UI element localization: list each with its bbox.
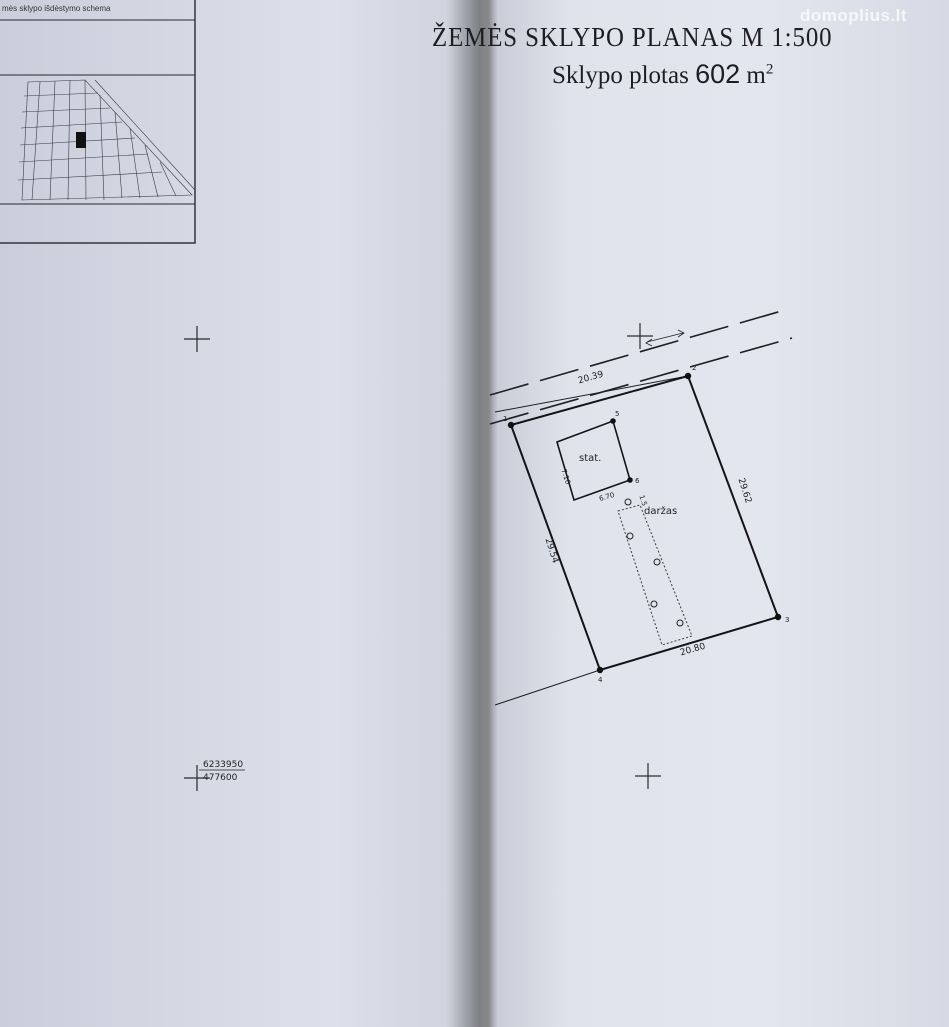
vertex-label-2: 2 [692,364,697,372]
grid-cross-marks [184,323,661,791]
vertex-label-6: 6 [635,477,640,485]
title-block: ŽEMĖS SKLYPO PLANAS M 1:500 Sklypo plota… [432,22,902,90]
vertex-point [627,477,633,483]
vertex-point [507,421,515,429]
tree-icon [624,498,632,506]
vertex-points [507,372,782,674]
garden-strip [617,504,693,646]
inset-map [17,79,196,201]
tree-icon [653,558,661,566]
vertex-label-5: 5 [615,410,620,418]
vertex-point [596,666,604,674]
tree-icon [650,600,658,608]
plot-boundary [509,374,780,672]
plot-area: Sklypo plotas 602 m2 [552,59,902,90]
tree-markers [624,498,684,627]
vertex-point [774,613,782,621]
road-lines [489,309,793,425]
area-value: 602 [695,59,741,89]
vertex-label-3: 3 [785,616,790,624]
coordinate-x: 6233950 [203,760,244,770]
paper-fold [452,0,498,1027]
tree-icon [626,532,634,540]
plot-location-marker [76,132,86,148]
coordinate-y: 477600 [203,773,238,783]
area-unit-exponent: 2 [765,61,774,78]
building-label: stat. [579,453,602,464]
vertex-point [684,372,692,380]
inset-title: mės sklypo išdėstymo schema [2,4,111,13]
vertex-label-1: 1 [503,415,508,423]
vertex-point [610,418,616,424]
area-unit: m [740,62,766,89]
watermark: domoplius.lt [800,6,908,25]
garden-label: daržas [644,506,678,517]
plan-title: ŽEMĖS SKLYPO PLANAS M 1:500 [432,22,833,52]
vertex-label-4: 4 [598,676,603,684]
area-prefix: Sklypo plotas [552,62,696,89]
tree-icon [676,619,684,627]
